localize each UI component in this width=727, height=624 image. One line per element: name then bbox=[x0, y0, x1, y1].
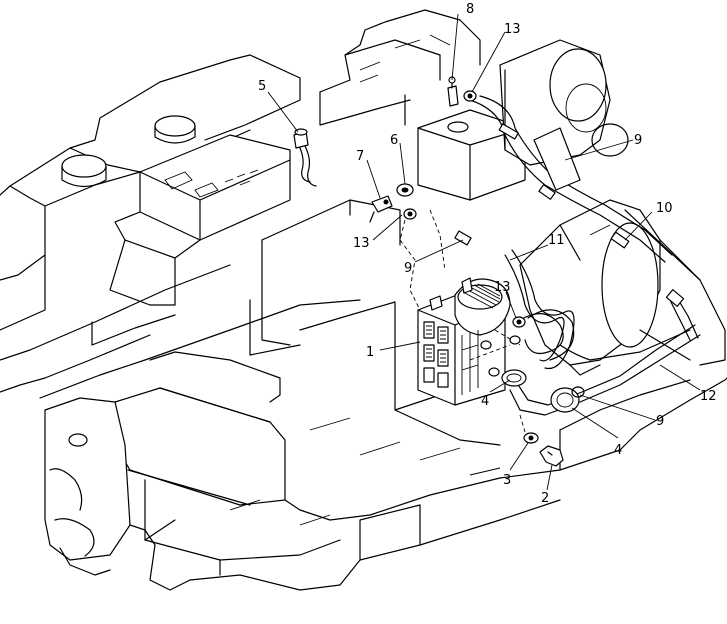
leader-lines bbox=[267, 13, 701, 491]
hose-clamps bbox=[454, 123, 685, 307]
callout-6: 6 bbox=[390, 133, 398, 148]
heater-vents bbox=[423, 321, 449, 388]
callout-13: 13 bbox=[353, 236, 370, 251]
callout-13: 13 bbox=[504, 22, 521, 37]
callout-2: 2 bbox=[541, 491, 549, 506]
callout-9: 9 bbox=[656, 414, 664, 429]
callout-11: 11 bbox=[548, 233, 565, 248]
callout-4: 4 bbox=[481, 394, 489, 409]
callout-8: 8 bbox=[466, 2, 474, 17]
callout-10: 10 bbox=[656, 201, 673, 216]
machine-frame bbox=[0, 9, 727, 591]
small-parts bbox=[293, 76, 585, 467]
callout-4: 4 bbox=[614, 443, 622, 458]
callout-5: 5 bbox=[258, 79, 266, 94]
blower-grille bbox=[462, 283, 501, 309]
callout-3: 3 bbox=[503, 473, 511, 488]
heater-unit bbox=[417, 277, 511, 406]
callout-9: 9 bbox=[634, 133, 642, 148]
callout-12: 12 bbox=[700, 389, 717, 404]
callout-13: 13 bbox=[494, 280, 511, 295]
callout-1: 1 bbox=[366, 345, 374, 360]
callout-labels: 1 2 3 4 4 5 6 7 8 9 9 9 10 11 12 13 13 1… bbox=[258, 2, 717, 506]
callout-7: 7 bbox=[356, 149, 364, 164]
callout-9: 9 bbox=[404, 261, 412, 276]
